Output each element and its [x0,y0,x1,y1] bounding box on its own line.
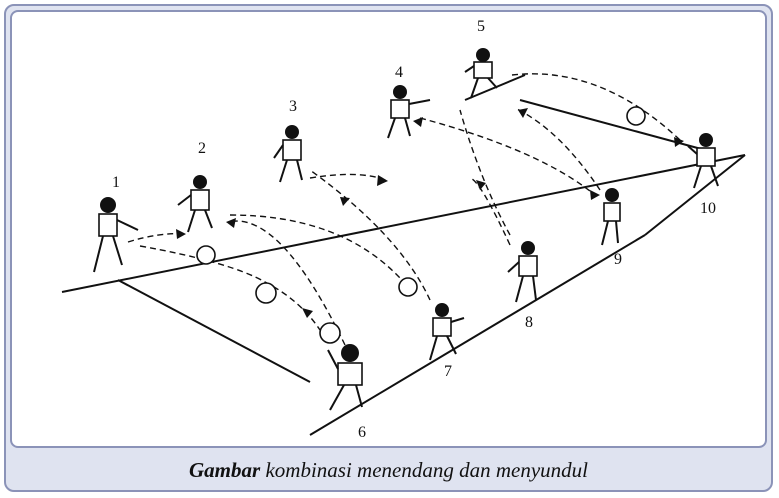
players [93,48,719,411]
path-1-6 [139,245,321,331]
player-number-7: 7 [444,363,452,380]
player-number-8: 8 [525,314,533,331]
arrowhead [476,180,486,190]
arrowhead [518,108,528,118]
arrowhead [176,229,186,239]
front-line [309,234,646,436]
player-3-figure [273,125,303,183]
ball-icon [196,245,216,265]
arrowhead [590,190,600,200]
path-6-2 [227,220,346,346]
top-line [464,74,526,101]
player-number-2: 2 [198,140,206,157]
arrowheads [176,108,684,318]
player-number-5: 5 [477,18,485,35]
right-side-line [519,99,706,151]
player-5-figure [464,48,498,99]
path-8-4b [459,109,511,236]
player-number-4: 4 [395,64,403,81]
player-numbers: 1 2 3 4 5 6 7 8 9 10 [112,18,716,441]
player-9-figure [601,188,621,246]
path-9-5 [514,107,601,191]
arrowhead [674,137,684,147]
arrowhead [377,175,388,186]
path-5-10 [511,73,681,141]
player-number-10: 10 [700,200,716,217]
ball-icon [398,277,418,297]
path-8-4 [469,177,511,246]
field-lines [61,74,746,436]
caption-text: kombinasi menendang dan menyundul [260,458,588,482]
left-side-line [117,279,311,383]
arrowhead [302,308,313,318]
path-7-3 [309,169,431,301]
player-1-figure [93,197,139,273]
player-8-figure [507,241,538,303]
ball-icon [319,322,341,344]
back-line [61,154,746,293]
path-2-7 [229,214,401,279]
player-4-figure [387,85,431,139]
arrowhead [413,117,423,127]
player-number-3: 3 [289,98,297,115]
front-line-end [644,154,746,236]
arrowhead [340,197,350,206]
arrowhead [226,218,236,228]
caption-label: Gambar [189,458,261,482]
ball-icon [255,282,277,304]
player-2-figure [177,175,213,233]
player-7-figure [429,303,465,361]
path-1-2 [127,232,186,243]
figure-caption: Gambar kombinasi menendang dan menyundul [4,452,773,488]
player-number-1: 1 [112,174,120,191]
player-number-6: 6 [358,424,366,441]
path-4-9 [419,117,596,196]
player-10-figure [687,133,719,189]
player-number-9: 9 [614,251,622,268]
balls [196,106,646,344]
player-6-figure [327,344,363,411]
ball-icon [626,106,646,126]
